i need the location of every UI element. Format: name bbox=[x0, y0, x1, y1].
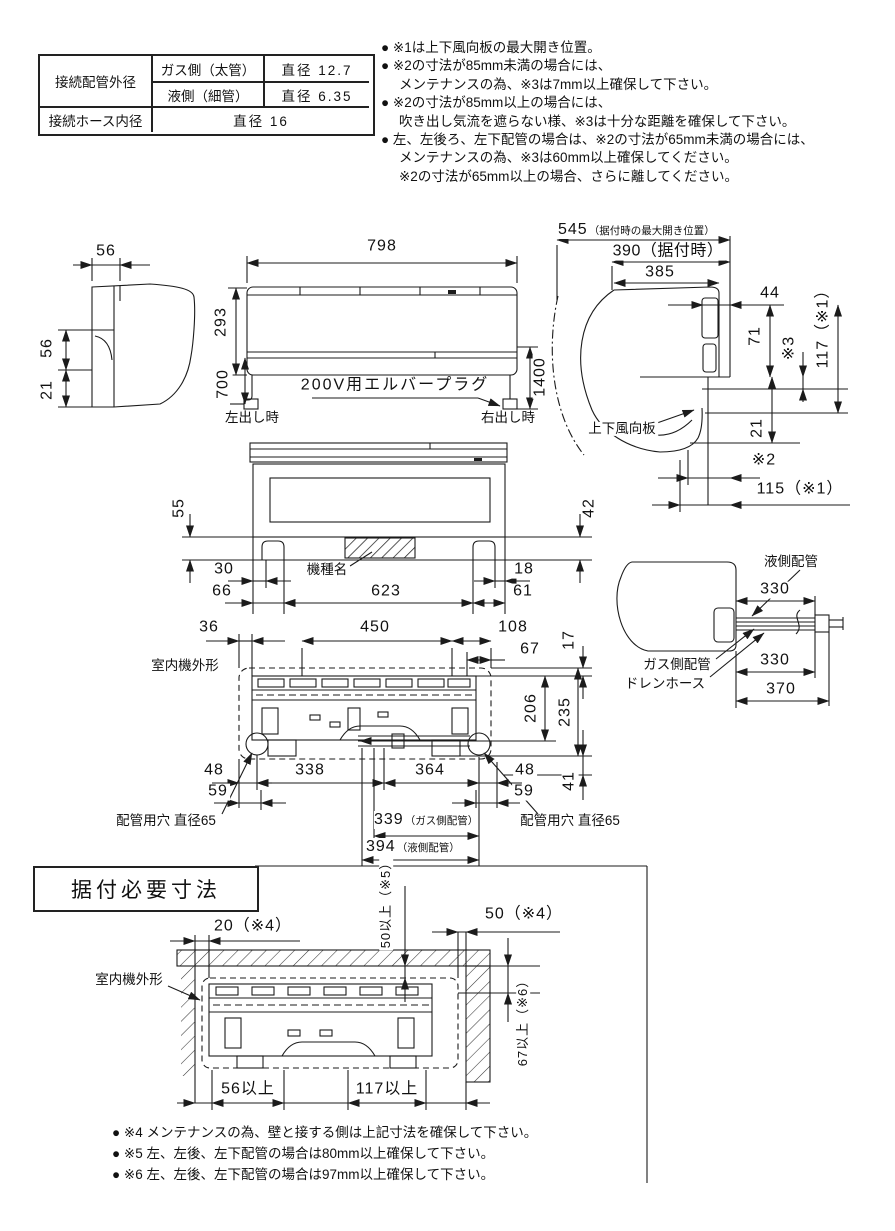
dim-71: 71 bbox=[746, 324, 765, 348]
dim-117-ref1: 117（※1） bbox=[814, 279, 833, 371]
note-line: ● ※2の寸法が85mm以上の場合には、 bbox=[381, 95, 612, 111]
dim-235: 235 bbox=[556, 695, 575, 729]
dim-59-left: 59 bbox=[206, 782, 230, 801]
plug-label: 200V用エルバープラグ bbox=[298, 376, 492, 395]
dim-21-wall: 21 bbox=[748, 416, 767, 440]
dim-42: 42 bbox=[580, 496, 599, 520]
dim-206: 206 bbox=[522, 691, 541, 725]
dim-41: 41 bbox=[560, 769, 579, 793]
dim-50-ref4: 50（※4） bbox=[482, 905, 566, 924]
spec-gas-value: 直径 12.7 bbox=[263, 56, 369, 81]
note-line: ● ※2の寸法が85mm未満の場合には、 bbox=[381, 58, 612, 74]
note-line: メンテナンスの為、※3は60mm以上確保してください。 bbox=[399, 150, 738, 166]
dim-44: 44 bbox=[758, 284, 782, 303]
dim-67: 67 bbox=[518, 640, 542, 659]
dim-front-width-798: 798 bbox=[365, 237, 399, 256]
dim-50min-ref5: 50以上（※5） bbox=[378, 853, 394, 951]
note-line: ● ※1は上下風向板の最大開き位置。 bbox=[381, 40, 601, 55]
dim-open-545: 545 （据付時の最大開き位置） bbox=[558, 221, 715, 239]
dim-20-ref4: 20（※4） bbox=[211, 917, 295, 936]
pipe-hole-right-label: 配管用穴 直径65 bbox=[518, 812, 622, 829]
dim-370: 370 bbox=[764, 680, 798, 699]
dim-59-right: 59 bbox=[512, 782, 536, 801]
dim-623: 623 bbox=[369, 582, 403, 601]
dim-339-number: 339 bbox=[374, 811, 404, 828]
dim-30: 30 bbox=[212, 560, 236, 579]
dim-330-top: 330 bbox=[758, 580, 792, 599]
note-line: メンテナンスの為、※3は7mm以上確保して下さい。 bbox=[399, 76, 718, 92]
dim-330-bottom: 330 bbox=[758, 651, 792, 670]
dim-17: 17 bbox=[560, 628, 579, 652]
install-note-4: ● ※4 メンテナンスの為、壁と接する側は上記寸法を確保して下さい。 bbox=[112, 1125, 538, 1140]
dim-front-height-293: 293 bbox=[212, 305, 231, 339]
top-notes: ● ※1は上下風向板の最大開き位置。 ● ※2の寸法が85mm未満の場合には、 … bbox=[381, 39, 895, 186]
dim-450: 450 bbox=[358, 618, 392, 637]
dim-install-390: 390（据付時） bbox=[610, 242, 726, 261]
dim-338: 338 bbox=[293, 761, 327, 780]
dim-56min: 56以上 bbox=[219, 1080, 277, 1099]
note-line: 吹き出し気流を遮らない様、※3は十分な距離を確保して下さい。 bbox=[399, 113, 796, 129]
pipe-spec-table: 接続配管外径 ガス側（太管） 直径 12.7 液側（細管） 直径 6.35 接続… bbox=[38, 54, 375, 136]
dim-364: 364 bbox=[413, 761, 447, 780]
dim-545-number: 545 bbox=[558, 221, 588, 238]
indoor-unit-outline-label: 室内機外形 bbox=[149, 657, 221, 674]
dim-left-view-top-56: 56 bbox=[94, 242, 118, 261]
dim-394-liquid-pipe: 394 （液側配管） bbox=[366, 838, 460, 856]
dim-394-number: 394 bbox=[366, 838, 396, 855]
spec-pipe-od-label: 接続配管外径 bbox=[55, 75, 136, 90]
note-line: ● 左、左後ろ、左下配管の場合は、※2の寸法が65mm未満の場合には、 bbox=[381, 132, 814, 148]
dim-18: 18 bbox=[512, 560, 536, 579]
drain-hose-label: ドレンホース bbox=[622, 675, 708, 692]
note-line: ※2の寸法が65mm以上の場合、さらに離してください。 bbox=[399, 168, 739, 184]
spec-liquid-label: 液側（細管） bbox=[151, 81, 263, 106]
install-section-title: 据付必要寸法 bbox=[33, 866, 259, 912]
dim-55: 55 bbox=[170, 496, 189, 520]
indoor-unit-outline-label-2: 室内機外形 bbox=[93, 971, 165, 988]
dim-left-view-side-56: 56 bbox=[38, 336, 57, 360]
left-outlet-label: 左出し時 bbox=[223, 409, 281, 426]
dim-339-gas-pipe: 339 （ガス側配管） bbox=[374, 811, 479, 829]
dim-ref3: ※3 bbox=[780, 333, 799, 363]
dim-pipe-right-1400: 1400 bbox=[531, 355, 550, 399]
dim-339-note: （ガス側配管） bbox=[404, 815, 479, 827]
dim-67min-ref6: 67以上（※6） bbox=[515, 971, 531, 1069]
dim-66: 66 bbox=[210, 582, 234, 601]
dim-61: 61 bbox=[511, 582, 535, 601]
dim-394-note: （液側配管） bbox=[396, 842, 460, 854]
spec-liquid-value: 直径 6.35 bbox=[263, 81, 369, 106]
spec-gas-label: ガス側（太管） bbox=[151, 56, 263, 81]
install-note-6: ● ※6 左、左後、左下配管の場合は97mm以上確保して下さい。 bbox=[112, 1167, 495, 1182]
dim-left-view-bottom-21: 21 bbox=[38, 378, 57, 402]
spec-hose-value: 直径 16 bbox=[151, 106, 369, 132]
spec-hose-label: 接続ホース内径 bbox=[40, 106, 151, 132]
pipe-hole-left-label: 配管用穴 直径65 bbox=[114, 812, 218, 829]
liquid-pipe-label: 液側配管 bbox=[762, 553, 820, 570]
right-outlet-label: 右出し時 bbox=[479, 409, 537, 426]
dim-48-right: 48 bbox=[513, 761, 537, 780]
dim-36: 36 bbox=[197, 618, 221, 637]
dim-115-ref1: 115（※1） bbox=[754, 480, 846, 499]
gas-pipe-label: ガス側配管 bbox=[641, 656, 713, 673]
model-name-label: 機種名 bbox=[304, 561, 350, 578]
dim-545-note: （据付時の最大開き位置） bbox=[588, 225, 715, 237]
dim-pipe-left-700: 700 bbox=[214, 367, 233, 401]
dim-48-left: 48 bbox=[202, 761, 226, 780]
dim-117min: 117以上 bbox=[353, 1080, 421, 1099]
dim-108: 108 bbox=[496, 618, 530, 637]
dim-ref2: ※2 bbox=[749, 451, 779, 470]
flap-label: 上下風向板 bbox=[586, 420, 658, 437]
dim-depth-385: 385 bbox=[643, 263, 677, 282]
install-note-5: ● ※5 左、左後、左下配管の場合は80mm以上確保して下さい。 bbox=[112, 1146, 495, 1161]
